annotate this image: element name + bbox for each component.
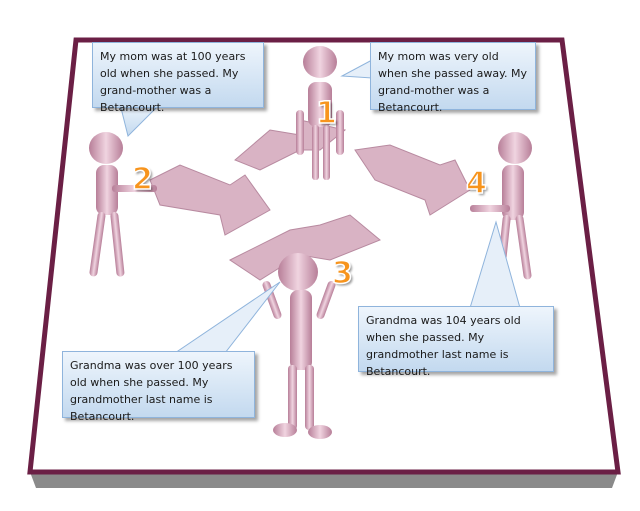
callout-1: My mom was at 100 years old when she pas… xyxy=(92,42,264,114)
figure-1 xyxy=(296,46,344,180)
number-2: 2 xyxy=(131,161,153,198)
number-3: 3 xyxy=(331,255,353,292)
number-1: 1 xyxy=(315,95,337,132)
callout-2: My mom was very old when she passed away… xyxy=(370,42,536,114)
callout-3: Grandma was over 100 years old when she … xyxy=(62,351,255,423)
callout-4: Grandma was 104 years old when she passe… xyxy=(358,306,554,378)
figure-2 xyxy=(89,132,157,277)
arrows xyxy=(149,119,471,281)
number-4: 4 xyxy=(465,165,487,202)
platform-edge xyxy=(30,472,618,488)
